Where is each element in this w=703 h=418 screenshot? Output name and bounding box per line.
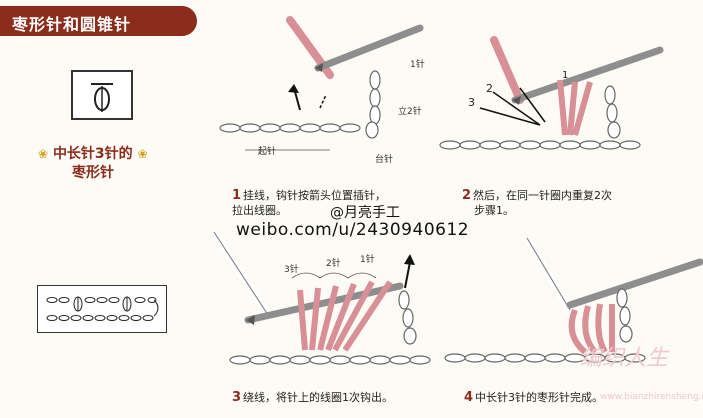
watermark-handle: @月亮手工 xyxy=(330,205,400,221)
stitch-name-line2: 枣形针 xyxy=(72,165,114,181)
step1-illustration xyxy=(219,16,424,151)
flower-icon: ❀ xyxy=(38,147,49,161)
arrow-label-3: 3 xyxy=(468,96,475,109)
arrow-label-2: 2 xyxy=(486,82,493,95)
stitch-chart-box xyxy=(37,285,167,333)
stitch-symbol-box xyxy=(71,70,133,120)
crochet-chart-diagram xyxy=(46,296,159,321)
label-qizhen: 起针 xyxy=(258,145,276,157)
label-taizhen: 台针 xyxy=(375,153,393,165)
page-title: 枣形针和圆锥针 xyxy=(12,15,132,34)
watermark-brand: 编织人生 xyxy=(580,346,669,371)
loop-label-1: 1 xyxy=(562,70,568,81)
step3-illustration xyxy=(210,229,431,365)
watermark-url: weibo.com/u/2430940612 xyxy=(236,220,470,240)
stitch-name-line1: ❀ 中长针3针的 ❀ xyxy=(38,146,148,162)
watermark-site: www.bianzhirensheng.com xyxy=(600,392,703,402)
title-bar: 枣形针和圆锥针 xyxy=(0,6,197,36)
puff-stitch-symbol-icon xyxy=(91,83,113,112)
label-li2zhen: 立2针 xyxy=(398,105,422,117)
step4-illustration xyxy=(444,235,703,363)
label-3zhen: 3针 xyxy=(284,263,299,275)
label-2zhen: 2针 xyxy=(326,257,341,269)
step2-illustration xyxy=(439,36,664,150)
flower-icon: ❀ xyxy=(137,147,148,161)
label-1zhen-step3: 1针 xyxy=(360,253,375,265)
label-1zhen: 1针 xyxy=(410,58,425,70)
